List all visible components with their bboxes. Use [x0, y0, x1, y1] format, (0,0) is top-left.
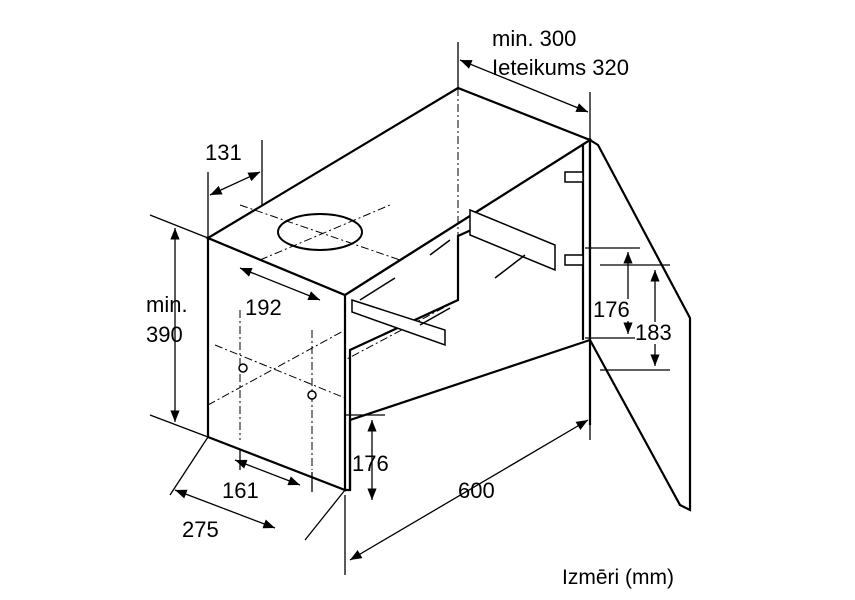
dimension-lines — [149, 42, 670, 575]
door-hinge-183-label: 183 — [635, 320, 672, 345]
height-min-value: 390 — [146, 322, 183, 347]
duct-depth-label: 192 — [245, 295, 282, 320]
duct-offset-label: 131 — [205, 140, 242, 165]
height-min-label: min. — [146, 292, 188, 317]
bottom-depth-label: 275 — [182, 517, 219, 542]
bottom-height-label: 176 — [352, 451, 389, 476]
door-hinge-176-label: 176 — [593, 297, 630, 322]
top-recommended-label: Ieteikums 320 — [492, 55, 629, 80]
width-label: 600 — [458, 478, 495, 503]
bottom-depth-inner-label: 161 — [222, 478, 259, 503]
top-min-label: min. 300 — [492, 26, 577, 51]
mounting-brackets — [238, 171, 584, 400]
center-lines — [207, 88, 459, 470]
units-caption: Izmēri (mm) — [562, 566, 674, 589]
